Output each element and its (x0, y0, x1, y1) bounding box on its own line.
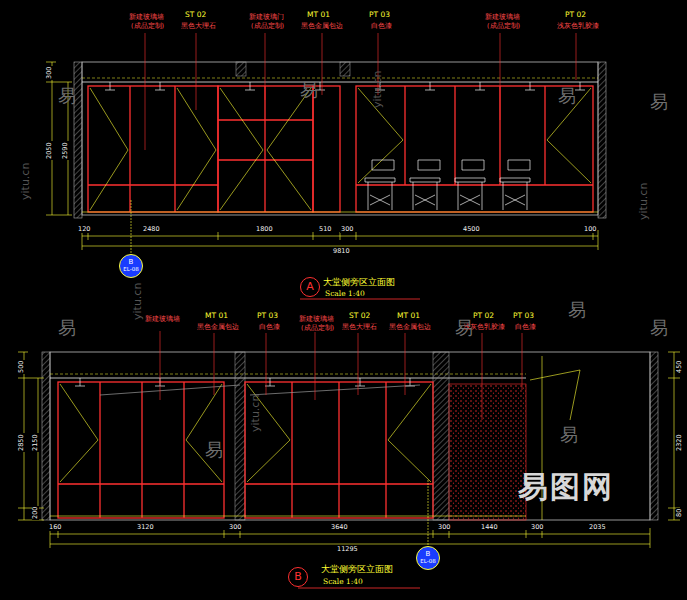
dimension: 2480 (142, 226, 161, 233)
marker-text: B (129, 259, 134, 266)
dimension: 160 (48, 524, 62, 531)
callout-note: (成品定制) (130, 23, 165, 30)
material-code: ST 02 (348, 312, 371, 320)
dimension: 2150 (32, 433, 39, 452)
watermark: 易 (568, 300, 586, 320)
callout-note: (成品定制) (486, 23, 521, 30)
dimension: 120 (77, 226, 91, 233)
callout-note: 浅灰色乳胶漆 (556, 23, 600, 30)
elevation-b (18, 331, 680, 588)
marker-text: EL-08 (123, 267, 138, 273)
callout-note: 新建玻璃墙 (128, 14, 165, 21)
watermark: 易 (58, 86, 76, 106)
drawing-title: 大堂侧旁区立面图 (322, 278, 396, 288)
callout-note: 新建玻璃墙 (298, 316, 335, 323)
dimension: 2035 (588, 524, 607, 531)
callout-note: 新建玻璃门 (248, 14, 285, 21)
dimension: 300 (46, 66, 53, 80)
dimension: 300 (340, 226, 354, 233)
dimension: 4500 (462, 226, 481, 233)
dimension: 2320 (676, 433, 683, 452)
material-code: PT 03 (512, 312, 535, 320)
watermark: 易 (205, 440, 223, 460)
dimension: 80 (676, 508, 683, 518)
dimension: 1800 (255, 226, 274, 233)
dimension: 2850 (18, 433, 25, 452)
dimension: 200 (32, 506, 39, 520)
callout-note: 黑色大理石 (180, 23, 217, 30)
dimension: 510 (318, 226, 332, 233)
dimension: 1440 (480, 524, 499, 531)
watermark: 易 (560, 425, 578, 445)
watermark: 易 (650, 92, 668, 112)
dimension: 300 (228, 524, 242, 531)
material-code: MT 01 (396, 312, 421, 320)
section-marker: BEL-08 (119, 254, 143, 278)
material-code: PT 03 (368, 11, 391, 19)
dimension: 100 (583, 226, 597, 233)
material-code: PT 02 (472, 312, 495, 320)
drawing-title: Scale 1:40 (322, 578, 364, 586)
callout-note: 新建玻璃墙 (144, 316, 181, 323)
marker-text: EL-08 (420, 559, 435, 565)
watermark: 易 (650, 318, 668, 338)
section-marker: B (288, 567, 308, 587)
section-marker: A (300, 277, 320, 297)
dimension: 3640 (330, 524, 349, 531)
watermark: 易图网 (518, 470, 614, 503)
watermark: yitu.cn (250, 395, 262, 432)
dimension: 2050 (46, 141, 53, 160)
watermark: yitu.cn (132, 283, 144, 320)
drawing-title: 大堂侧旁区立面图 (320, 565, 394, 575)
watermark: yitu.cn (20, 163, 32, 200)
marker-text: B (426, 551, 431, 558)
dimension: 2590 (62, 141, 69, 160)
material-code: MT 01 (204, 312, 229, 320)
callout-note: (成品定制) (300, 325, 335, 332)
dimension: 9810 (332, 248, 351, 255)
watermark: 易 (300, 80, 318, 100)
callout-note: 黑色大理石 (341, 324, 378, 331)
material-code: PT 03 (256, 312, 279, 320)
material-code: MT 01 (306, 11, 331, 19)
callout-note: 黑色金属包边 (300, 23, 344, 30)
dimension: 3120 (136, 524, 155, 531)
watermark: yitu.cn (372, 71, 384, 108)
material-code: ST 02 (184, 11, 207, 19)
dimension: 300 (437, 524, 451, 531)
watermark: yitu.cn (638, 183, 650, 220)
drawing-title: Scale 1:40 (324, 290, 366, 298)
callout-note: 白色漆 (514, 324, 537, 331)
watermark: 易 (558, 86, 576, 106)
section-marker: BEL-08 (416, 546, 440, 570)
callout-note: 新建玻璃墙 (484, 14, 521, 21)
dimension: 450 (676, 360, 683, 374)
dimension: 300 (530, 524, 544, 531)
callout-note: 黑色金属包边 (388, 324, 432, 331)
callout-note: (成品定制) (250, 23, 285, 30)
callout-note: 黑色金属包边 (196, 324, 240, 331)
material-code: PT 02 (564, 11, 587, 19)
callout-note: 白色漆 (258, 324, 281, 331)
watermark: 易 (455, 318, 473, 338)
callout-note: 白色漆 (370, 23, 393, 30)
elevation-a (46, 33, 606, 299)
marker-text: A (306, 281, 314, 293)
watermark: 易 (58, 318, 76, 338)
marker-text: B (294, 571, 302, 583)
dimension: 11295 (336, 546, 359, 553)
dimension: 500 (18, 360, 25, 374)
